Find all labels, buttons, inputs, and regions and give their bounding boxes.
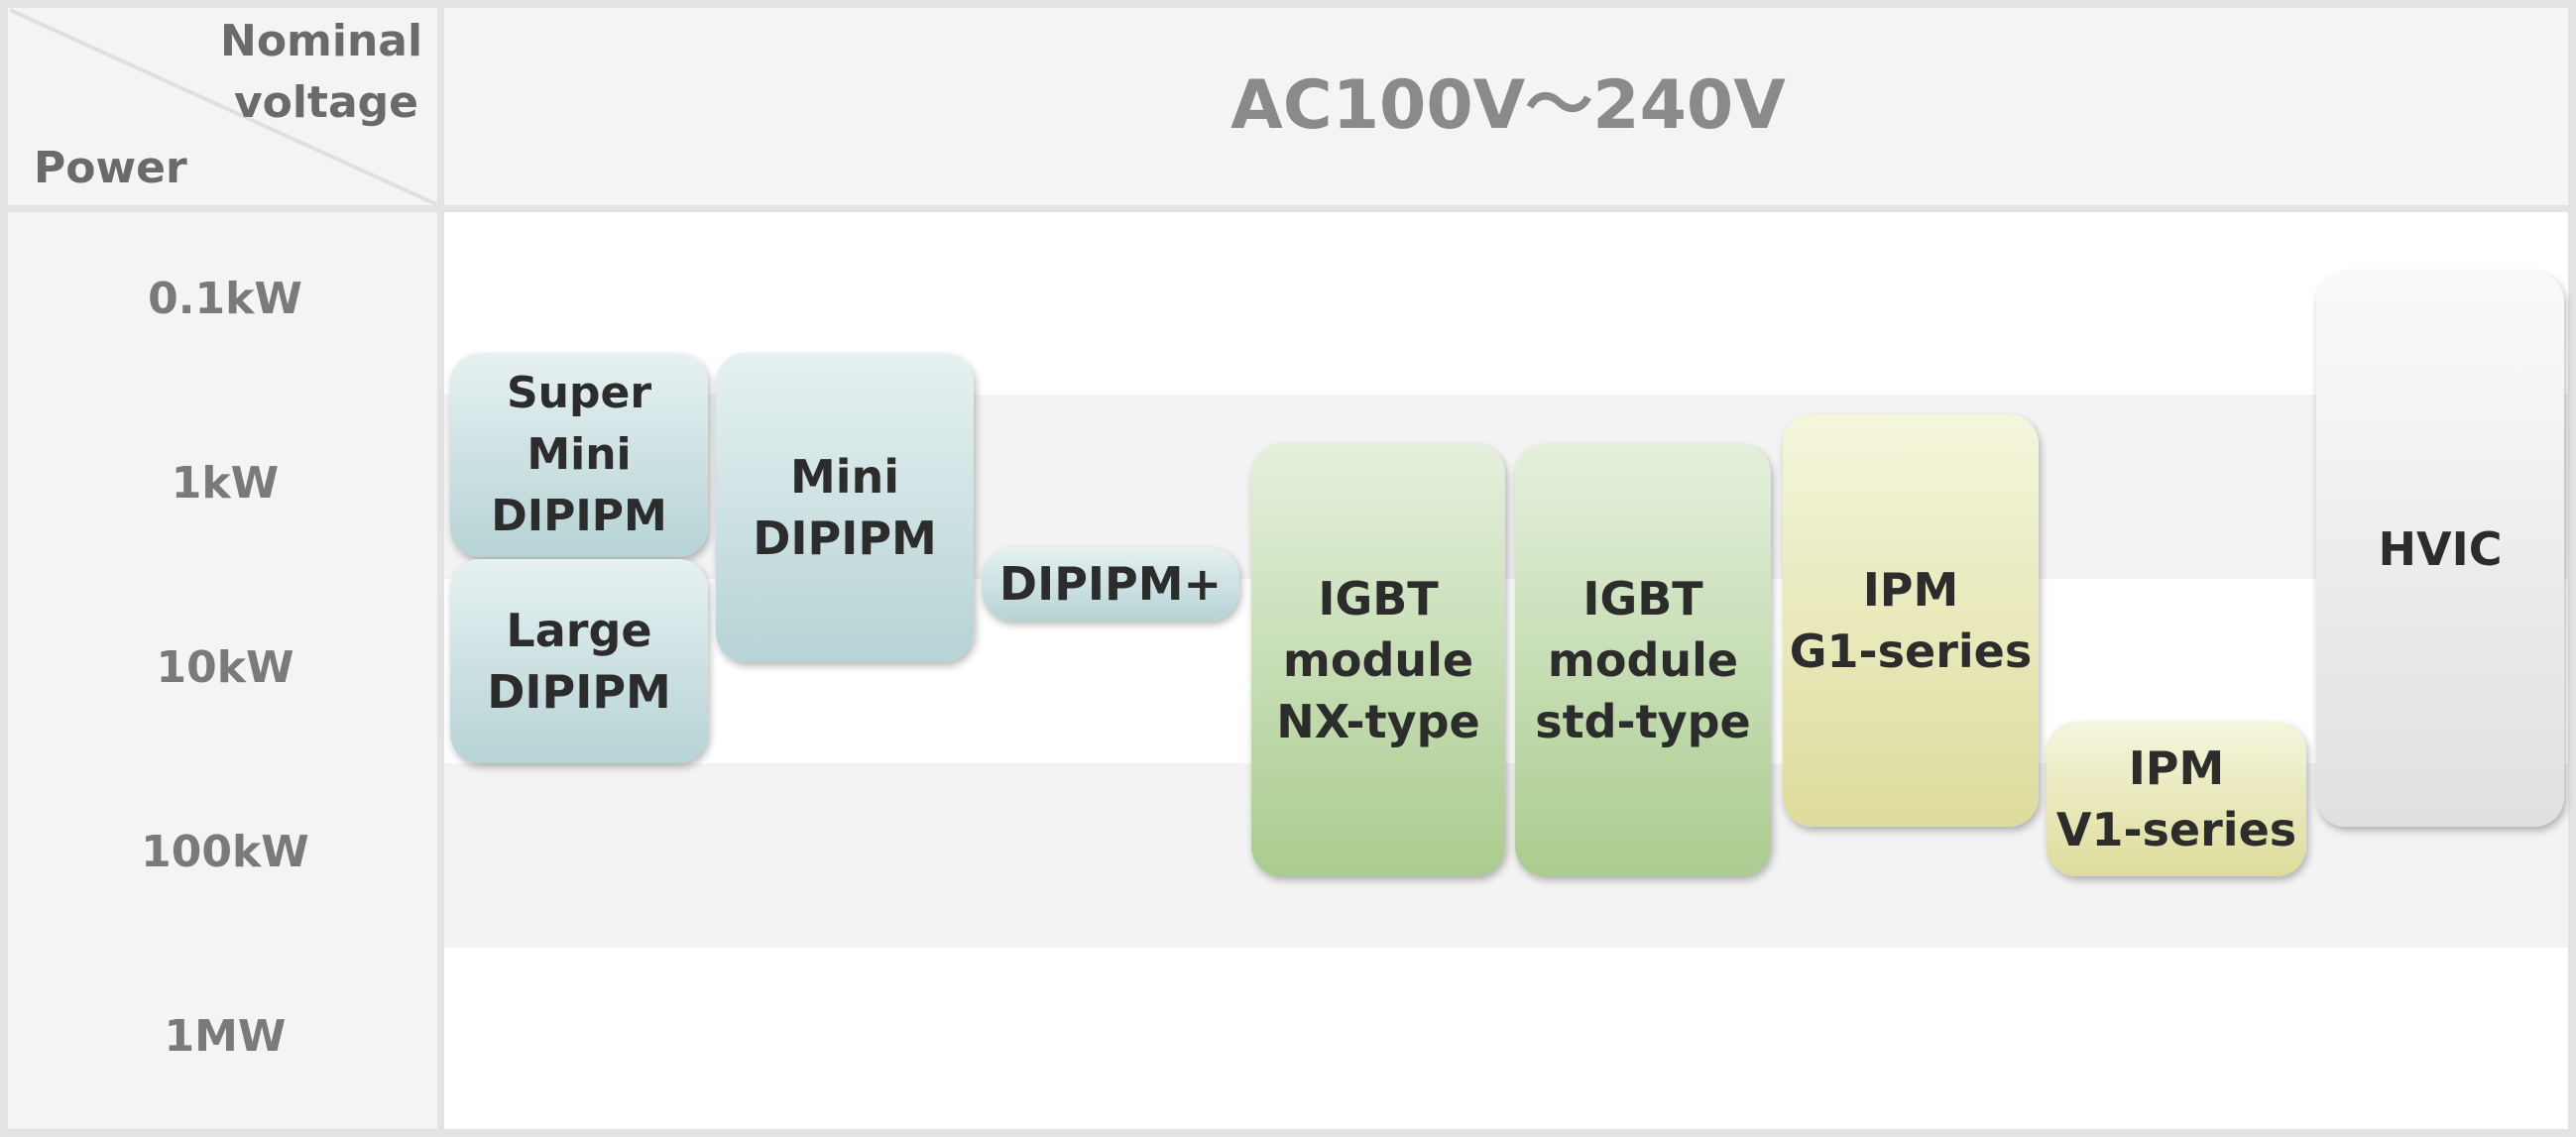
outer-border-right [2568,0,2576,1137]
outer-border-left [0,0,8,1137]
outer-border-top [0,0,2576,8]
voltage-range: AC100V～240V [1230,66,1786,145]
ipm-v1-series-box: IPM V1-series [2047,722,2306,876]
power-level-100kw: 100kW [141,827,309,877]
power-label: Power [34,143,187,193]
large-dipipm-box: Large DIPIPM [450,559,708,763]
igbt-module-std-type-box: IGBT module std-type [1515,444,1771,876]
row-label-column [8,212,438,1133]
outer-border-bottom [0,1129,2576,1137]
power-level-0-1kw: 0.1kW [148,274,302,324]
mini-dipipm-box: Mini DIPIPM [716,353,974,662]
igbt-module-nx-type-box: IGBT module NX-type [1251,444,1505,876]
power-level-10kw: 10kW [156,642,294,693]
dipipm-plus-box: DIPIPM+ [982,547,1239,621]
ipm-g1-series-box: IPM G1-series [1783,414,2039,827]
nominal-label: Nominal [220,16,423,66]
header-voltage-cell [444,8,2572,206]
voltage-label: voltage [233,77,418,128]
power-level-1kw: 1kW [171,458,280,509]
header-separator [0,205,2576,212]
super-mini-dipipm-box: Super Mini DIPIPM [450,353,708,557]
column-separator [437,0,444,1137]
hvic-box: HVIC [2316,272,2564,827]
power-level-1mw: 1MW [164,1011,287,1062]
